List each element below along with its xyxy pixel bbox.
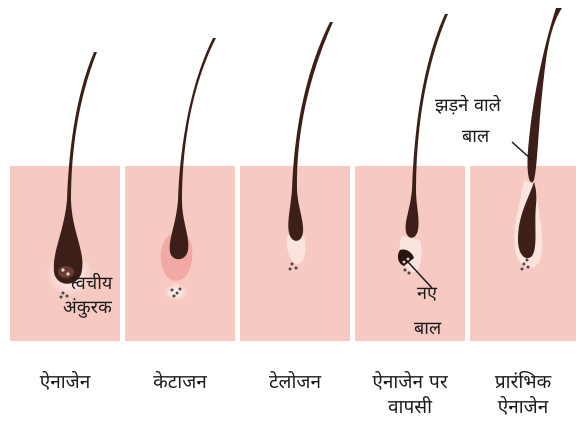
stage-label-anagen: ऐनाजेन (10, 371, 120, 393)
stage-label-early-anagen-line1: प्रारंभिक (470, 371, 576, 393)
callout-shedding-line1: झड़ने वाले (435, 95, 501, 117)
callout-papilla-line2: अंकुरक (63, 297, 112, 319)
callout-new-hair-line2: बाल (414, 318, 441, 340)
callout-papilla-line1: त्वचीय (71, 273, 112, 295)
stage-label-return-anagen-line1: ऐनाजेन पर (350, 371, 470, 393)
stage-label-telogen: टेलोजन (240, 371, 350, 393)
callout-new-hair-line1: नए (417, 283, 437, 305)
stage-label-catagen: केटाजन (125, 371, 235, 393)
stage-label-early-anagen-line2: ऐनाजेन (470, 396, 576, 418)
stage-label-return-anagen-line2: वापसी (350, 396, 470, 418)
callout-shedding-line2: बाल (462, 126, 489, 148)
